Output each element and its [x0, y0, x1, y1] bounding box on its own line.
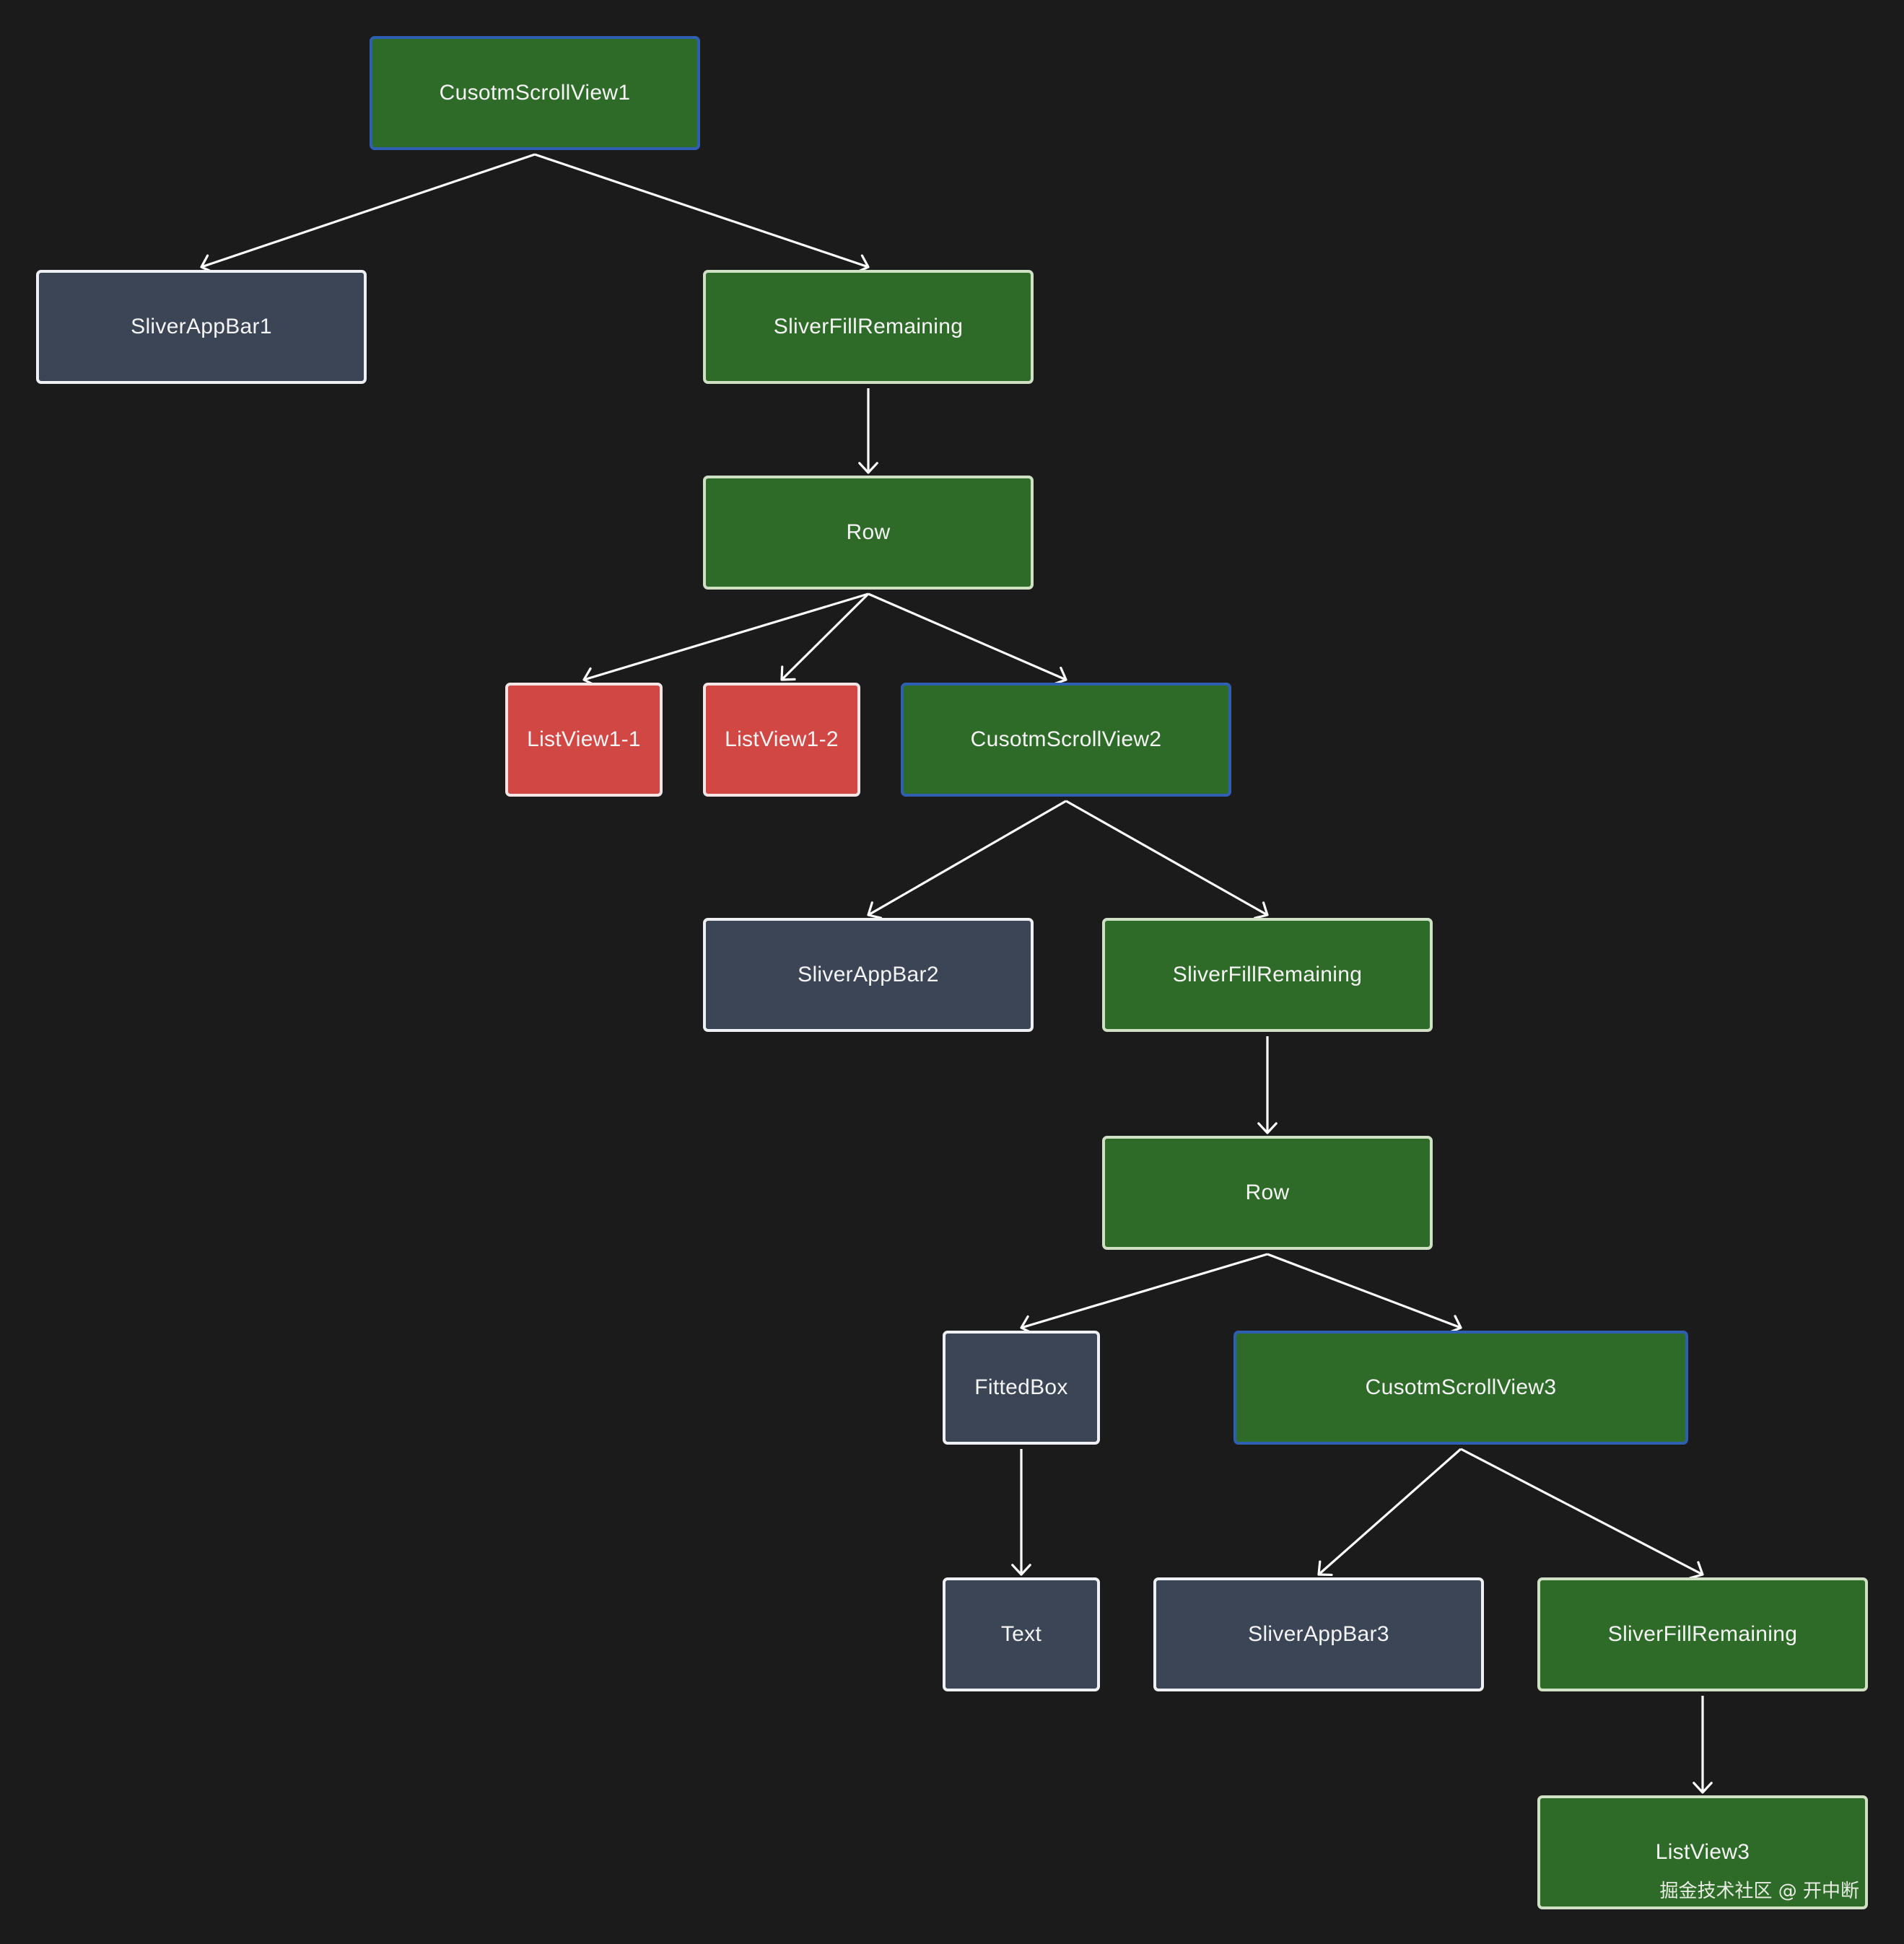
- edge-row1-to-lv12: [780, 592, 870, 681]
- node-label: ListView1-2: [725, 727, 839, 751]
- arrowhead-icon: [867, 901, 883, 919]
- edge-line: [1460, 1448, 1703, 1576]
- node-label: SliverAppBar2: [798, 963, 939, 986]
- arrowhead-icon: [1693, 1782, 1713, 1794]
- node-sliverfillremaining-3[interactable]: SliverFillRemaining: [1537, 1577, 1868, 1691]
- edge-csv2-to-sfr2: [1065, 800, 1269, 919]
- node-sliverappbar1[interactable]: SliverAppBar1: [36, 270, 367, 384]
- node-sliverfillremaining-2[interactable]: SliverFillRemaining: [1102, 918, 1433, 1032]
- node-label: Row: [1245, 1181, 1290, 1204]
- node-label: ListView1-1: [527, 727, 641, 751]
- edge-line: [780, 592, 870, 681]
- node-label: SliverFillRemaining: [1607, 1622, 1798, 1646]
- node-row-2[interactable]: Row: [1102, 1136, 1433, 1250]
- arrowhead-icon: [858, 462, 878, 474]
- edge-line: [868, 592, 1067, 681]
- edge-csv2-to-sab2: [867, 800, 1067, 919]
- node-listview3[interactable]: ListView3: [1537, 1795, 1868, 1909]
- node-sliverfillremaining-1[interactable]: SliverFillRemaining: [703, 270, 1034, 384]
- node-label: ListView3: [1655, 1840, 1750, 1864]
- edge-fbox-to-text: [1011, 1449, 1031, 1576]
- edge-line: [1267, 1253, 1462, 1329]
- edge-line: [201, 153, 536, 268]
- edge-sfr3-to-lv3: [1693, 1696, 1713, 1794]
- edge-sfr2-to-row2: [1257, 1036, 1278, 1134]
- node-label: Text: [1000, 1622, 1042, 1646]
- node-label: FittedBox: [974, 1375, 1068, 1399]
- edge-csv1-to-sab1: [200, 153, 536, 273]
- node-label: CusotmScrollView1: [439, 81, 631, 105]
- node-listview1-2[interactable]: ListView1-2: [703, 683, 860, 797]
- edge-row2-to-fbox: [1020, 1253, 1268, 1335]
- edge-line: [1021, 1253, 1268, 1329]
- edge-row1-to-csv2: [868, 592, 1067, 686]
- edge-sfr1-to-row1: [858, 388, 878, 474]
- edge-line: [868, 800, 1067, 916]
- edge-csv1-to-sfr1: [534, 153, 870, 273]
- edge-line: [534, 153, 869, 268]
- node-label: CusotmScrollView2: [970, 727, 1162, 751]
- node-cusotmscrollview3[interactable]: CusotmScrollView3: [1233, 1331, 1688, 1445]
- arrowhead-icon: [1052, 666, 1067, 686]
- edge-line: [1317, 1448, 1462, 1576]
- node-label: SliverAppBar3: [1248, 1622, 1389, 1646]
- node-row-1[interactable]: Row: [703, 476, 1034, 590]
- arrowhead-icon: [1689, 1561, 1704, 1580]
- node-cusotmscrollview2[interactable]: CusotmScrollView2: [901, 683, 1231, 797]
- node-label: CusotmScrollView3: [1365, 1375, 1557, 1399]
- node-label: Row: [846, 520, 891, 544]
- arrowhead-icon: [1011, 1564, 1031, 1576]
- watermark: 掘金技术社区 @ 开中断: [1659, 1880, 1859, 1902]
- node-fittedbox[interactable]: FittedBox: [943, 1331, 1100, 1445]
- node-text[interactable]: Text: [943, 1577, 1100, 1691]
- edge-line: [583, 592, 869, 681]
- node-label: SliverAppBar1: [131, 315, 272, 338]
- edge-line: [1065, 800, 1268, 916]
- arrowhead-icon: [1317, 1560, 1333, 1577]
- node-label: SliverFillRemaining: [773, 315, 964, 338]
- node-listview1-1[interactable]: ListView1-1: [505, 683, 663, 797]
- node-label: SliverFillRemaining: [1172, 963, 1363, 986]
- arrowhead-icon: [780, 665, 796, 681]
- arrowhead-icon: [1253, 901, 1269, 919]
- edge-csv3-to-sab3: [1317, 1448, 1462, 1577]
- node-sliverappbar2[interactable]: SliverAppBar2: [703, 918, 1034, 1032]
- edge-row1-to-lv11: [582, 592, 869, 687]
- edge-row2-to-csv3: [1267, 1253, 1462, 1334]
- node-cusotmscrollview1[interactable]: CusotmScrollView1: [370, 36, 700, 150]
- arrowhead-icon: [1257, 1122, 1278, 1134]
- node-sliverappbar3[interactable]: SliverAppBar3: [1153, 1577, 1484, 1691]
- edge-csv3-to-sfr3: [1460, 1448, 1704, 1580]
